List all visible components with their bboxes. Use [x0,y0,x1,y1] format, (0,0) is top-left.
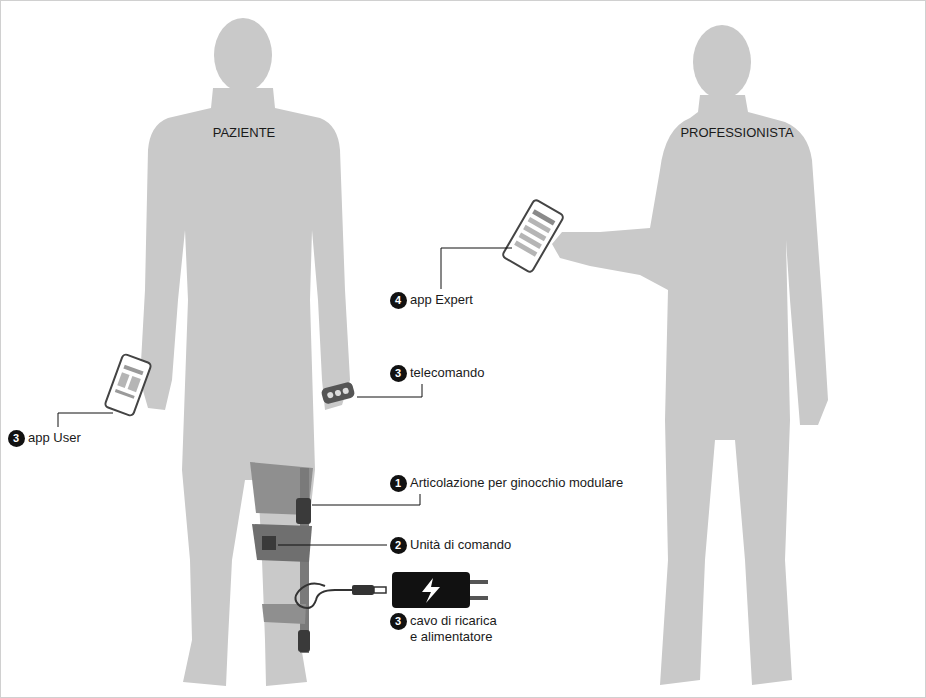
user-phone [104,354,151,417]
leader-lines [58,248,512,545]
part-label: Unità di comando [410,537,511,553]
part-label: cavo di ricarica e alimentatore [410,613,504,645]
part-label: app User [28,430,81,446]
leader-line [357,384,422,397]
charger [295,572,488,608]
callout-number: 2 [390,537,407,554]
control-unit [262,536,276,550]
knee-joint [296,498,311,524]
callout-number: 3 [8,430,25,447]
leader-line [312,494,420,505]
leader-line [278,545,387,546]
professional-silhouette [552,25,828,685]
callout-number: 1 [390,475,407,492]
part-label: app Expert [410,292,473,308]
figure-label: PAZIENTE [213,125,276,141]
knee-orthosis [250,462,313,653]
callout-number: 3 [390,613,407,630]
part-label: Articolazione per ginocchio modulare [410,475,623,491]
leader-line [441,248,512,289]
callout-number: 4 [390,292,407,309]
remote-control [320,381,355,405]
part-label: telecomando [410,365,484,381]
leader-line [58,413,113,427]
patient-silhouette [140,18,350,686]
figure-label: PROFESSIONISTA [680,125,793,141]
callout-number: 3 [390,365,407,382]
expert-phone [502,199,564,273]
